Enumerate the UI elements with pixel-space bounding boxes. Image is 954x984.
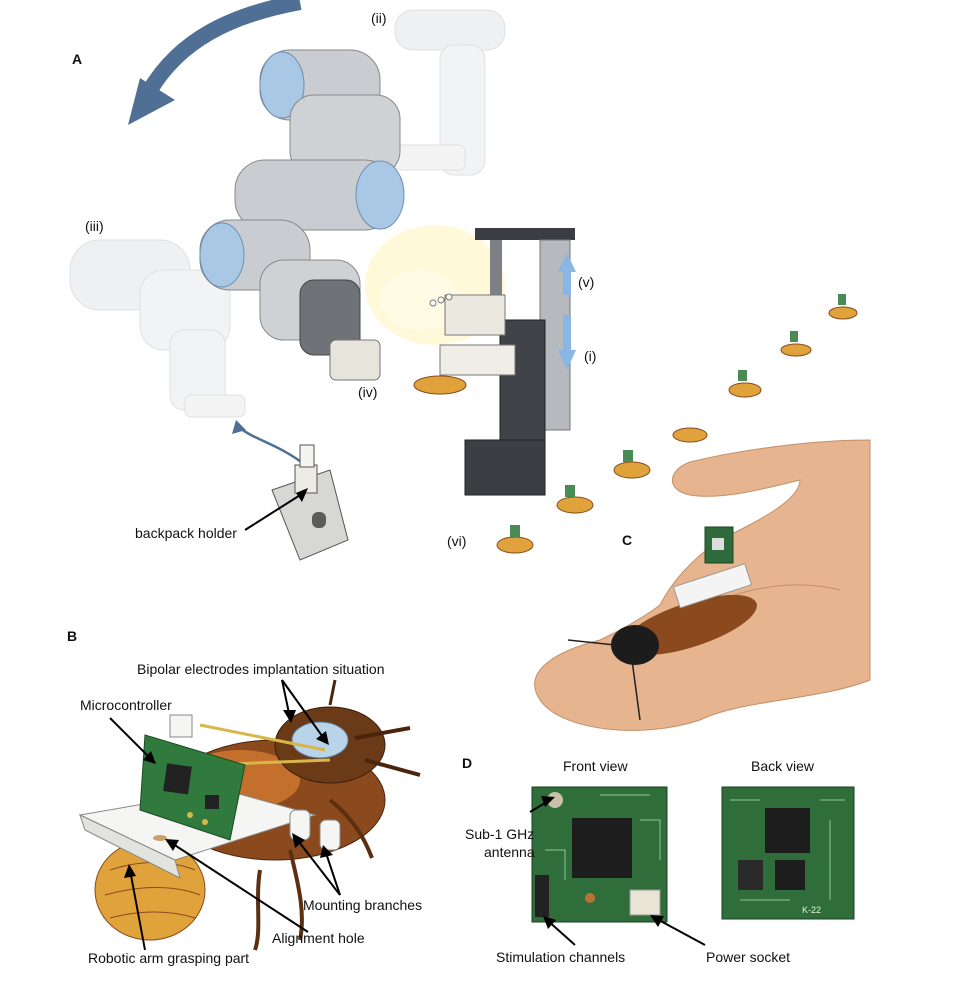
big-rotation-arrowhead	[128, 78, 175, 125]
robotic-arm-grasping-label: Robotic arm grasping part	[88, 950, 250, 966]
antenna-label-line2: antenna	[484, 844, 535, 860]
backpack-holder-label: backpack holder	[135, 525, 237, 541]
panel-b-illustration	[78, 679, 421, 951]
pcb-back-view	[721, 786, 855, 920]
panel-label-c: C	[622, 532, 633, 548]
ghost-robot-left	[69, 239, 246, 418]
stage-cockroach	[413, 375, 467, 395]
board-marking: K-22	[802, 905, 822, 915]
antenna-label-line1: Sub-1 GHz	[465, 826, 535, 842]
step-label-ii: (ii)	[371, 10, 387, 26]
bipolar-electrodes-label: Bipolar electrodes implantation situatio…	[137, 661, 385, 677]
stimulation-channels-label: Stimulation channels	[496, 949, 626, 965]
step-label-iii: (iii)	[85, 218, 104, 234]
front-view-label: Front view	[563, 758, 628, 774]
panel-label-b: B	[67, 628, 78, 644]
holder-arrow	[239, 427, 306, 466]
step-label-vi: (vi)	[447, 533, 467, 549]
step-label-i: (i)	[584, 348, 597, 364]
backpack-holder-shape	[271, 444, 349, 561]
back-view-label: Back view	[751, 758, 815, 774]
cockroach-procession	[496, 294, 858, 554]
ghost-robot-top	[394, 9, 506, 176]
alignment-hole-label: Alignment hole	[272, 930, 365, 946]
big-rotation-arrow	[143, 0, 302, 95]
pcb-front-view	[531, 786, 668, 923]
microcontroller-label: Microcontroller	[80, 697, 172, 713]
step-label-iv: (iv)	[358, 384, 378, 400]
panel-c-photo	[534, 439, 871, 731]
main-robot-arm	[199, 49, 405, 381]
step-label-v: (v)	[578, 274, 595, 290]
power-socket-label: Power socket	[706, 949, 791, 965]
mounting-branches-label: Mounting branches	[303, 897, 423, 913]
panel-label-d: D	[462, 755, 473, 771]
panel-label-a: A	[72, 51, 83, 67]
